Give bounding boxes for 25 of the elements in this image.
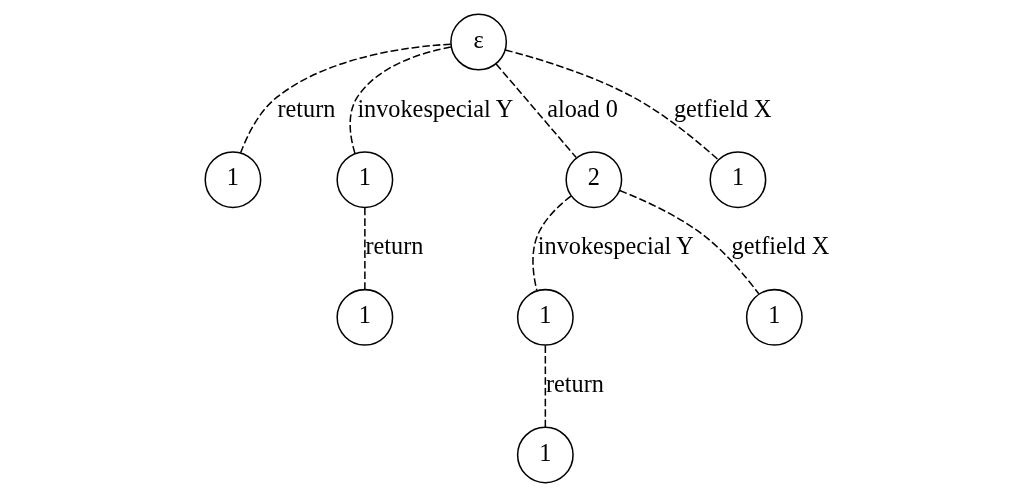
node-circle: 1 [516,288,574,346]
node-circle: ε [450,13,508,71]
node-circle: 2 [565,151,623,209]
edge-label: getfield X [673,94,772,122]
node-circle: 1 [745,288,803,346]
node-circle: 1 [204,151,262,209]
connector [619,189,760,295]
connector [239,43,452,154]
node-circle: 1 [709,151,767,209]
edge-label: invokespecial Y [357,94,514,122]
node-circle: 1 [336,151,394,209]
edge-label: getfield X [731,232,830,260]
connector [349,46,452,155]
node-circle: 1 [516,426,574,484]
connector [495,63,577,159]
edge-label: return [365,232,424,260]
node-circle: 1 [336,288,394,346]
edge-label: return [277,94,336,122]
edge-label: return [545,369,604,397]
connector [504,49,719,161]
connector [364,207,366,290]
edge-label: aload 0 [547,94,618,122]
edge-label: invokespecial Y [537,232,694,260]
connector [544,344,547,428]
connector [532,195,572,291]
